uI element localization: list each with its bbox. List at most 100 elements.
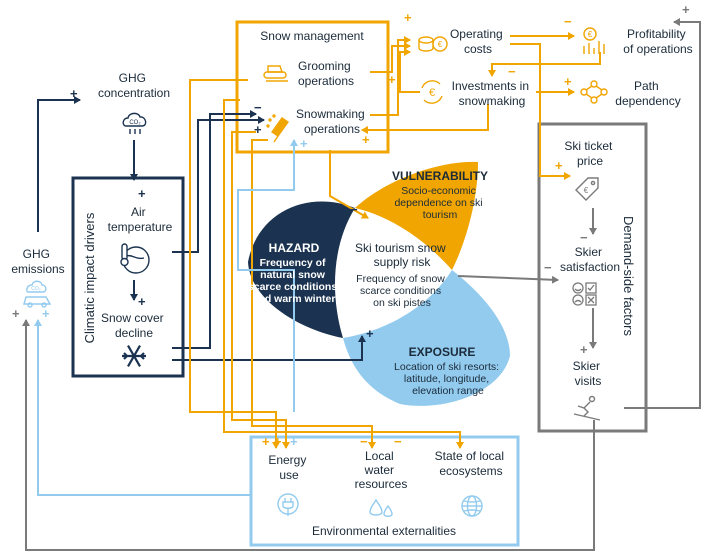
svg-text:€: € xyxy=(584,186,589,195)
arrow-investments-to-snowmaking xyxy=(361,104,489,134)
vulnerability-petal xyxy=(355,161,478,270)
co2-car-icon: CO₂ xyxy=(23,280,52,308)
sign-minus: − xyxy=(254,100,262,115)
sign-plus: + xyxy=(262,434,270,449)
sign-plus: + xyxy=(580,342,588,357)
smiley-faces-icon xyxy=(572,282,597,306)
sign-minus: − xyxy=(564,14,572,29)
snow-cover-label: Snow cover decline xyxy=(101,311,167,340)
vulnerability-title: VULNERABILITY xyxy=(392,169,488,183)
hazard-title: HAZARD xyxy=(269,241,320,255)
hazard-petal xyxy=(248,201,355,338)
arrow-air-to-snowmaking-1 xyxy=(172,116,265,253)
ghg-concentration-label: GHG concentration xyxy=(98,71,170,100)
water-drops-icon xyxy=(369,498,393,517)
sign-minus: − xyxy=(350,202,358,217)
globe-icon xyxy=(461,495,483,517)
arrow-risk-to-satisfaction xyxy=(457,275,559,284)
sign-plus: + xyxy=(300,136,308,151)
arrow-snowmaking-to-risk xyxy=(329,150,369,219)
svg-text:€: € xyxy=(588,30,593,39)
sign-minus: − xyxy=(508,64,516,79)
climate-drivers-title: Climatic impact drivers xyxy=(82,212,97,343)
arrow-energy-to-emissions xyxy=(34,319,252,496)
demand-side-box xyxy=(537,122,648,433)
svg-text:€: € xyxy=(438,40,443,49)
path-nodes-icon xyxy=(580,80,608,104)
arrow-grooming-to-ecosystems xyxy=(223,99,464,449)
sign-plus: + xyxy=(555,158,563,173)
risk-text: Frequency of snow scarce conditions on s… xyxy=(356,273,448,309)
air-temperature-label: Air temperature xyxy=(108,205,173,234)
visits-label: Skier visits xyxy=(573,359,604,388)
arrow-investments-to-costs xyxy=(399,48,420,93)
sign-plus: + xyxy=(682,2,690,17)
sign-plus: + xyxy=(388,72,396,87)
snow-management-box xyxy=(235,20,390,154)
svg-text:CO₂: CO₂ xyxy=(31,286,41,292)
climate-drivers-box xyxy=(71,176,185,378)
arrow-emissions-to-concentration xyxy=(37,96,81,232)
skier-icon xyxy=(573,395,601,421)
arrow-snowcover-to-hazard xyxy=(172,335,366,361)
arrow-snowmaking-to-energy xyxy=(231,131,290,449)
svg-text:€: € xyxy=(429,87,435,99)
svg-text:CO₂: CO₂ xyxy=(129,120,141,126)
snow-management-title: Snow management xyxy=(260,29,364,43)
satisfaction-label: Skier satisfaction xyxy=(560,245,620,274)
ecosystems-label: State of local ecosystems xyxy=(435,449,508,478)
sign-plus: + xyxy=(138,294,146,309)
sign-plus: + xyxy=(274,434,282,449)
path-dependency-label: Path dependency xyxy=(615,79,680,108)
arrow-snowmaking-to-costs xyxy=(370,36,411,116)
snowmaking-label: Snowmaking operations xyxy=(296,107,368,136)
investments-label: Investments in snowmaking xyxy=(452,79,533,108)
arrow-snowmaking-to-water xyxy=(251,139,376,449)
arrow-snowmaking-to-energy-blue xyxy=(237,139,298,412)
euro-chart-icon: € xyxy=(583,27,605,54)
operating-costs-label: Operating costs xyxy=(450,27,506,56)
arrow-grooming-to-costs xyxy=(370,42,411,73)
sign-plus: + xyxy=(290,434,298,449)
arrow-snowcover-to-snowmaking xyxy=(172,110,257,349)
sign-minus: − xyxy=(360,434,368,449)
vulnerability-text: Socio-economic dependence on ski tourism xyxy=(394,185,485,221)
euro-cycle-icon: € xyxy=(421,80,443,104)
arrow-costs-to-ticket-price xyxy=(510,43,571,180)
ghg-emissions-label: GHG emissions xyxy=(11,247,64,276)
energy-plug-icon xyxy=(277,493,299,516)
sign-plus: + xyxy=(366,326,374,341)
hazard-text: Frequency of natural snow scarce conditi… xyxy=(248,257,340,305)
ticket-price-label: Ski ticket price xyxy=(564,139,615,168)
sign-plus: + xyxy=(42,306,50,321)
energy-label: Energy use xyxy=(268,453,309,482)
sign-plus: + xyxy=(404,10,412,25)
demand-side-title: Demand-side factors xyxy=(621,216,636,336)
grooming-label: Grooming operations xyxy=(298,59,354,88)
snowflake-icon xyxy=(122,345,146,367)
thermometer-globe-icon xyxy=(120,243,150,274)
snow-cannon-icon xyxy=(266,114,289,143)
sign-plus: + xyxy=(362,132,370,147)
risk-title: Ski tourism snow supply risk xyxy=(355,241,449,269)
externalities-box xyxy=(249,435,520,547)
sign-plus: + xyxy=(254,122,262,137)
sign-minus: − xyxy=(394,434,402,449)
arrow-profit-to-investments xyxy=(488,52,601,77)
coins-icon: € xyxy=(418,36,448,52)
externalities-title: Environmental externalities xyxy=(312,524,456,538)
exposure-title: EXPOSURE xyxy=(409,345,476,359)
profitability-label: Profitability of operations xyxy=(623,27,692,56)
arrow-grooming-to-energy xyxy=(189,79,280,449)
snow-groomer-icon xyxy=(263,65,288,82)
sign-plus: + xyxy=(70,86,78,101)
exposure-petal xyxy=(343,270,510,406)
sign-minus: − xyxy=(580,230,588,245)
sign-plus: + xyxy=(564,74,572,89)
price-tag-icon: € xyxy=(575,177,599,201)
arrow-visits-to-profitability xyxy=(624,18,701,409)
water-label: Local water resources xyxy=(355,449,408,491)
sign-plus: + xyxy=(12,306,20,321)
exposure-text: Location of ski resorts: latitude, longi… xyxy=(394,361,502,397)
